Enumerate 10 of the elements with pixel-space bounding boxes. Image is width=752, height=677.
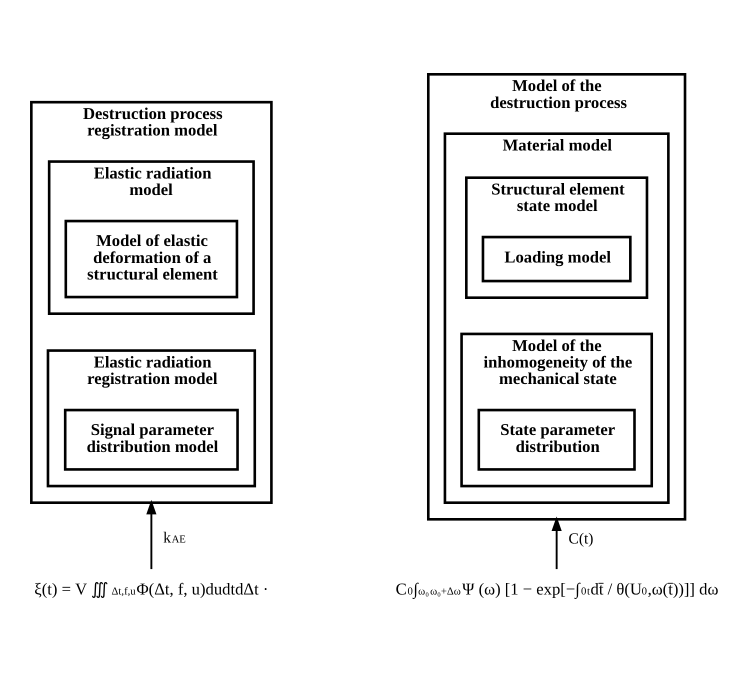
node-box: State parameter distribution (478, 408, 636, 470)
arrow (552, 516, 562, 569)
edge-label: C(t) (568, 530, 594, 548)
node-text: C0∫ω₀ω₀+ΔωΨ (ω) [1 − exp[−∫0tdt̄ / θ(U0,ω(t̄))]] dω (396, 578, 718, 598)
node-text: ξ(t) = V ∭Δt,f,uΦ(Δt, f, u)dudtdΔt · (34, 578, 268, 598)
arrow (146, 499, 156, 569)
edge-label: kAE (163, 528, 186, 546)
node-box: Loading model (482, 235, 632, 282)
node-box: Signal parameter distribution model (64, 408, 239, 470)
node-box: Model of elastic deformation of a structural element (64, 219, 238, 298)
